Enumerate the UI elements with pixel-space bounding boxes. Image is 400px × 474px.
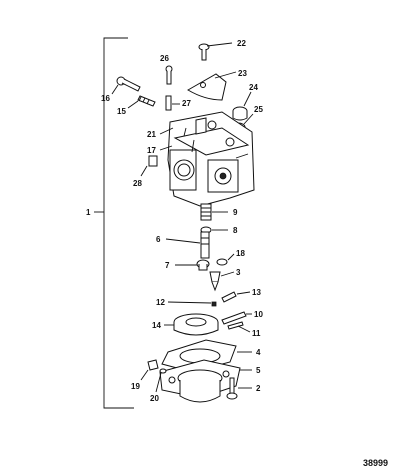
part-plug-28	[140, 155, 158, 177]
part-27	[165, 95, 180, 111]
part-float-bowl-5	[159, 359, 252, 403]
part-carburetor-body	[159, 111, 255, 207]
part-needle-valve-3	[209, 271, 235, 292]
part-screw-22	[198, 42, 233, 61]
part-cover-plate-23	[187, 71, 237, 101]
callout-4: 4	[256, 348, 261, 357]
callout-12: 12	[156, 298, 165, 307]
callout-5: 5	[256, 366, 261, 375]
callout-2: 2	[256, 384, 261, 393]
callout-17: 17	[147, 146, 156, 155]
callout-1: 1	[86, 208, 91, 217]
part-tube-6	[165, 231, 210, 259]
callout-25: 25	[254, 105, 263, 114]
part-plugs-24	[232, 91, 252, 121]
figure-number: 38999	[362, 458, 388, 468]
callout-23: 23	[238, 69, 247, 78]
part-screw-2	[226, 377, 252, 400]
callout-16: 16	[101, 94, 110, 103]
part-spring-15	[127, 95, 156, 109]
part-spring-11	[227, 321, 251, 333]
callout-9: 9	[233, 208, 238, 217]
part-clip-13	[221, 291, 251, 303]
part-plug-19	[140, 359, 159, 381]
callout-26: 26	[160, 54, 169, 63]
callout-3: 3	[236, 268, 241, 277]
callout-7: 7	[165, 261, 170, 270]
callout-10: 10	[254, 310, 263, 319]
callout-20: 20	[150, 394, 159, 403]
part-float-14	[164, 313, 219, 336]
callout-22: 22	[237, 39, 246, 48]
group-bracket: 1	[86, 37, 134, 409]
part-ring-18	[216, 253, 235, 266]
part-nozzle-7	[175, 259, 210, 271]
part-pin-12	[167, 301, 217, 307]
callout-21: 21	[147, 130, 156, 139]
callout-19: 19	[131, 382, 140, 391]
part-screw-16	[111, 76, 141, 95]
part-screw-26	[165, 65, 173, 85]
part-hinge-10	[221, 311, 252, 325]
callout-18: 18	[236, 249, 245, 258]
callout-24: 24	[249, 83, 258, 92]
callout-15: 15	[117, 107, 126, 116]
part-gasket-20	[155, 368, 167, 393]
part-jet-9	[200, 203, 228, 221]
callout-28: 28	[133, 179, 142, 188]
callout-8: 8	[233, 226, 238, 235]
callout-11: 11	[252, 329, 261, 338]
callout-27: 27	[182, 99, 191, 108]
callout-14: 14	[152, 321, 161, 330]
callout-13: 13	[252, 288, 261, 297]
callout-6: 6	[156, 235, 161, 244]
